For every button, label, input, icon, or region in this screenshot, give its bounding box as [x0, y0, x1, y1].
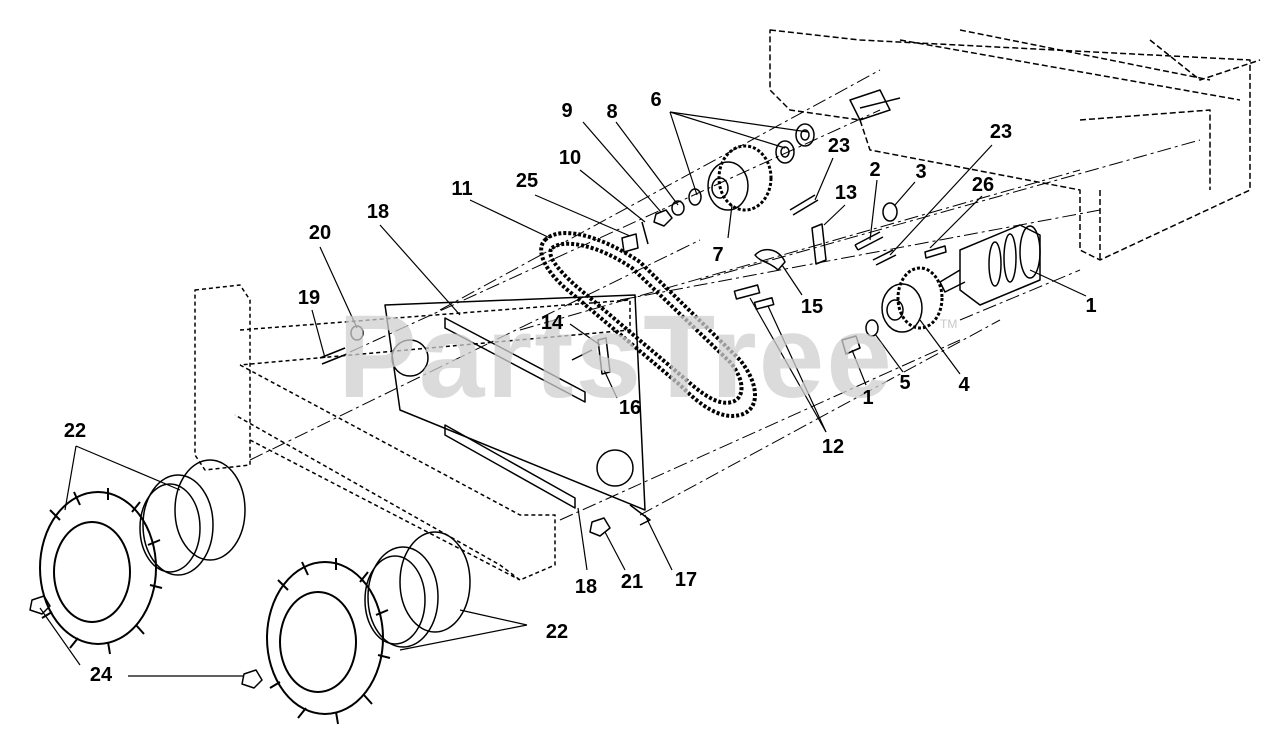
callout-3: 3: [915, 161, 927, 183]
callout-2: 2: [869, 159, 881, 181]
callout-25: 25: [515, 170, 539, 192]
callout-4: 4: [958, 374, 970, 396]
axle-nut: [589, 517, 611, 537]
tensioner-bracket: [597, 223, 827, 375]
tractor-axle-stub: [849, 89, 901, 121]
wheel-rim: [139, 459, 471, 648]
callout-14: 14: [540, 312, 564, 334]
callout-21: 21: [620, 571, 644, 593]
callout-24: 24: [89, 664, 113, 686]
callout-19: 19: [297, 287, 321, 309]
tractor-frame: [769, 29, 1261, 261]
chain-master-link: [733, 284, 775, 310]
drive-chain: [539, 231, 757, 418]
watermark-trademark: TM: [940, 317, 958, 331]
callout-17: 17: [674, 569, 698, 591]
lug-nut: [29, 595, 263, 689]
callout-1-hub-nut: 1: [862, 387, 874, 409]
callout-20: 20: [308, 222, 332, 244]
callout-16: 16: [618, 397, 642, 419]
callout-13: 13: [834, 182, 858, 204]
callout-11: 11: [451, 178, 473, 200]
callout-6: 6: [650, 89, 662, 111]
tire: [39, 488, 391, 725]
callout-8: 8: [606, 101, 618, 123]
shaft-key: [924, 245, 947, 259]
callout-18-lower: 18: [574, 576, 598, 598]
callout-15: 15: [800, 296, 824, 318]
callout-5: 5: [899, 372, 911, 394]
side-plate: [384, 294, 651, 526]
callout-7: 7: [712, 244, 724, 266]
callout-26: 26: [971, 174, 995, 196]
callout-1-gearbox-hub: 1: [1085, 295, 1097, 317]
small-hardware: [350, 200, 898, 355]
drive-sprocket: [707, 144, 773, 212]
watermark: PartsTree: [338, 291, 894, 423]
driven-sprocket: [881, 266, 944, 333]
spacer-bars: [444, 317, 586, 509]
callout-10: 10: [558, 147, 582, 169]
bolts: [319, 194, 897, 365]
gearbox-hub: [939, 224, 1041, 306]
leader-lines: [39, 111, 1087, 677]
callout-18-upper: 18: [366, 201, 390, 223]
callout-12: 12: [821, 436, 845, 458]
callout-23-upper: 23: [827, 135, 851, 157]
callout-22-left-wheel: 22: [63, 420, 87, 442]
axle-frame: [194, 284, 631, 581]
callout-9: 9: [561, 100, 573, 122]
chain-guide: [754, 248, 786, 271]
callout-23-right: 23: [989, 121, 1013, 143]
callout-22-right-wheel: 22: [545, 621, 569, 643]
